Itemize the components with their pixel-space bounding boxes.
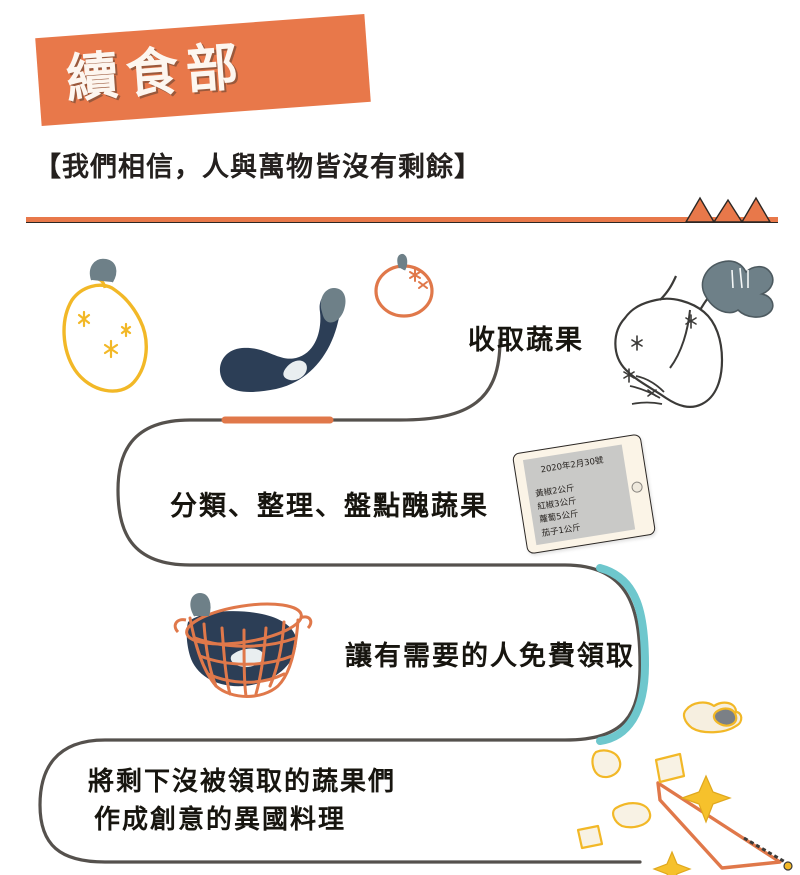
subtitle: 【我們相信，人與萬物皆沒有剩餘】: [34, 152, 482, 183]
header-divider: [26, 196, 778, 230]
page-title: 續食部: [64, 36, 249, 110]
inventory-note-tablet: 2020年2月30號 黃椒2公斤 紅椒3公斤 蘿蔔5公斤 茄子1公斤: [511, 433, 657, 555]
yellow-pear-outline-icon: [62, 258, 148, 393]
note-list: 黃椒2公斤 紅椒3公斤 蘿蔔5公斤 茄子1公斤: [535, 483, 582, 541]
step-label-2: 分類、整理、盤點醜蔬果: [170, 491, 489, 522]
step-label-4-line2: 作成創意的異國料理: [94, 804, 347, 835]
three-triangle-peaks-icon: [685, 196, 771, 222]
step-label-4-line1: 將剩下沒被領取的蔬果們: [88, 767, 397, 797]
note-date: 2020年2月30號: [540, 455, 605, 476]
slate-radish-outline-icon: [614, 260, 774, 408]
note-screen: 2020年2月30號 黃椒2公斤 紅椒3公斤 蘿蔔5公斤 茄子1公斤: [522, 444, 636, 546]
step-label-3: 讓有需要的人免費領取: [345, 641, 635, 672]
step-label-4: 將剩下沒被領取的蔬果們 作成創意的異國料理: [88, 764, 396, 839]
orange-knife-icon: [656, 781, 793, 871]
sparkle-star-icon: [652, 774, 732, 875]
divider-line: [26, 217, 778, 223]
step-label-1: 收取蔬果: [468, 325, 584, 356]
chopped-vegetable-pieces-icon: [576, 701, 743, 850]
orange-tomato-outline-icon: [374, 254, 434, 318]
title-banner: 續食部: [35, 14, 371, 126]
navy-eggplant-icon: [219, 288, 346, 392]
orange-mesh-basket-icon: [173, 592, 313, 698]
tablet-home-button-icon: [630, 480, 644, 494]
